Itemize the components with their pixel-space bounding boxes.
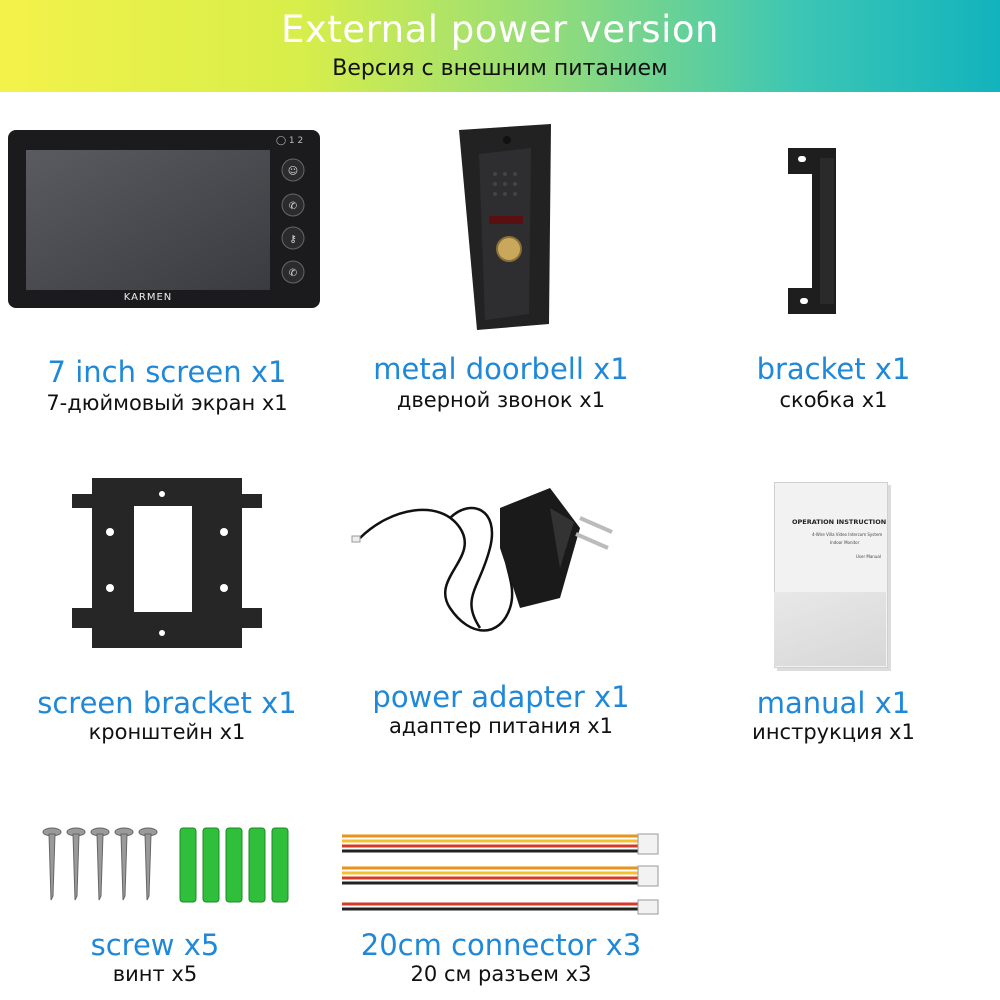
svg-text:✆: ✆	[289, 268, 297, 279]
label-screen-bracket: screen bracket x1	[37, 686, 297, 720]
connectors-image	[340, 832, 665, 922]
monitor-image: ☺ ✆ ⚷ ✆ ◯ 1 2 KARMEN	[8, 130, 320, 310]
doorbell-image	[455, 124, 555, 330]
label-bracket: bracket x1	[756, 352, 911, 386]
power-adapter-image	[350, 488, 620, 648]
header-banner: External power version Версия с внешним …	[0, 0, 1000, 92]
label-bracket-ru: скобка x1	[779, 388, 888, 412]
monitor-brand: KARMEN	[123, 292, 173, 303]
label-screen-ru: 7-дюймовый экран x1	[46, 391, 288, 415]
bracket-image	[788, 148, 840, 314]
page-subtitle: Версия с внешним питанием	[332, 56, 668, 81]
manual-line3: User Manual	[856, 554, 881, 559]
label-doorbell-ru: дверной звонок x1	[396, 388, 606, 412]
svg-text:✆: ✆	[289, 201, 297, 212]
label-connector: 20cm connector x3	[360, 928, 642, 962]
svg-text:☺: ☺	[288, 166, 298, 177]
label-manual-ru: инструкция x1	[752, 720, 915, 744]
label-screen-bracket-ru: кронштейн x1	[88, 720, 246, 744]
screen-bracket-image	[62, 478, 272, 652]
label-power-adapter: power adapter x1	[372, 680, 630, 714]
manual-image: OPERATION INSTRUCTION 4-Wire Villa Video…	[774, 482, 892, 670]
label-screw-ru: винт x5	[112, 962, 198, 986]
manual-line2: Indoor Monitor	[830, 540, 860, 545]
svg-text:⚷: ⚷	[289, 234, 296, 245]
label-connector-ru: 20 см разъем x3	[410, 962, 592, 986]
manual-heading: OPERATION INSTRUCTION	[792, 518, 887, 526]
manual-line1: 4-Wire Villa Video Intercom System	[812, 532, 883, 537]
label-screw: screw x5	[90, 928, 220, 962]
label-screen: 7 inch screen x1	[47, 355, 287, 389]
screws-image	[40, 826, 302, 906]
label-doorbell: metal doorbell x1	[373, 352, 629, 386]
monitor-indicators: ◯ 1 2	[276, 136, 304, 146]
page-title: External power version	[281, 8, 719, 51]
label-manual: manual x1	[756, 686, 911, 720]
label-power-adapter-ru: адаптер питания x1	[388, 714, 614, 738]
